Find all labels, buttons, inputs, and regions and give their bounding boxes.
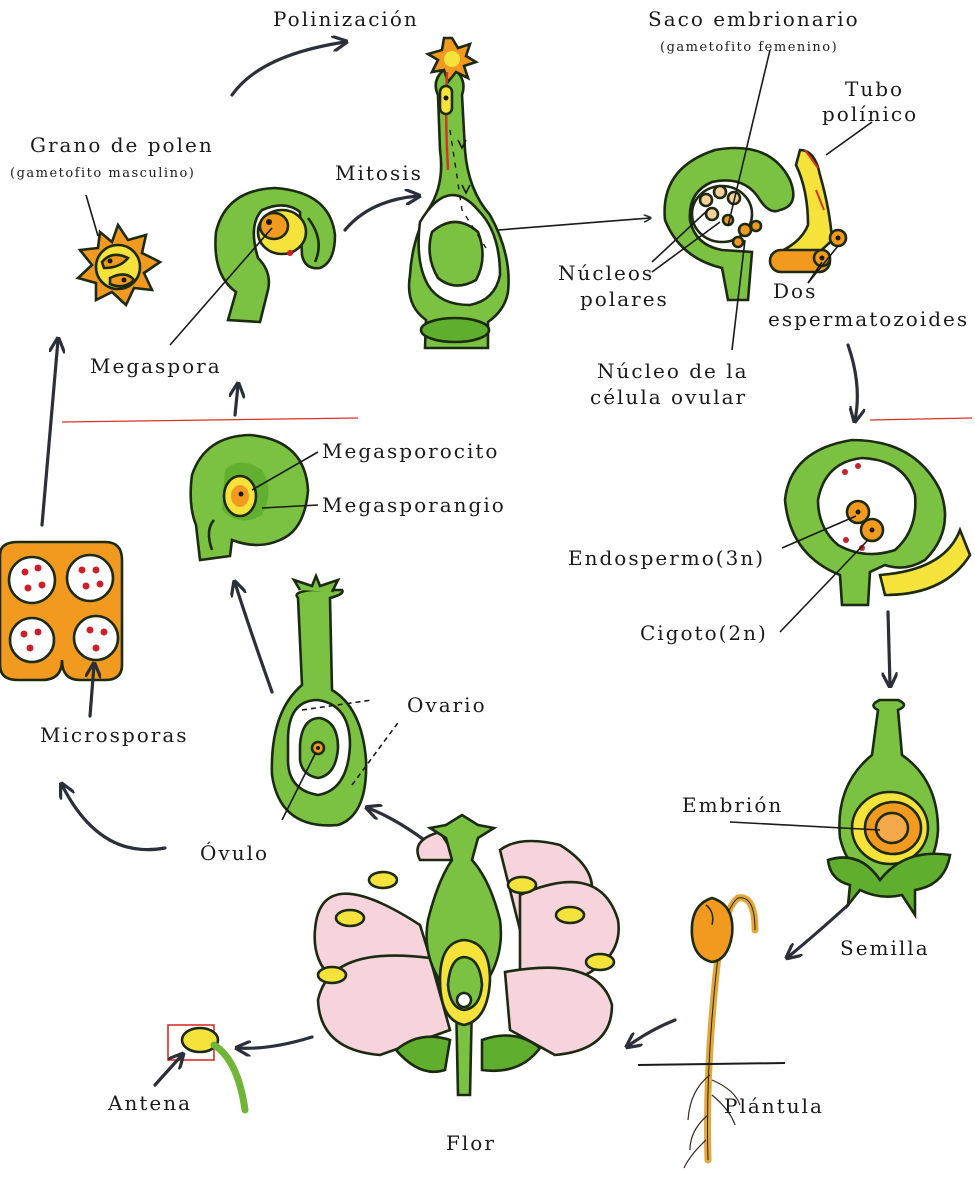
label-semilla: Semilla — [840, 936, 930, 960]
label-embrion: Embrión — [682, 793, 783, 817]
seedling-drawing — [638, 898, 785, 1168]
label-celula-ovular: célula ovular — [590, 385, 747, 409]
red-divider-left — [62, 418, 358, 422]
label-ovulo: Óvulo — [200, 840, 269, 865]
label-ovario: Ovario — [407, 693, 487, 717]
label-plantula: Plántula — [724, 1094, 824, 1118]
label-cigoto: Cigoto(2n) — [640, 621, 768, 645]
label-nucleo-de-la: Núcleo de la — [597, 359, 749, 383]
label-tubo: Tubo — [845, 77, 904, 101]
label-mitosis: Mitosis — [335, 161, 423, 185]
label-endospermo: Endospermo(3n) — [568, 546, 765, 570]
label-megasporocito: Megasporocito — [322, 439, 499, 463]
label-microsporas: Microsporas — [40, 723, 189, 747]
label-dos: Dos — [773, 279, 817, 303]
label-megasporangio: Megasporangio — [322, 493, 506, 517]
red-divider-right — [870, 418, 972, 420]
label-grano-subtitle: (gametofito masculino) — [10, 166, 195, 181]
label-espermatozoides: espermatozoides — [768, 307, 969, 331]
label-polinizacion: Polinización — [273, 7, 419, 31]
label-grano-de-polen: Grano de polen — [30, 133, 214, 157]
microsporangium-drawing — [0, 542, 122, 680]
label-flor: Flor — [446, 1131, 496, 1155]
label-saco-embrionario: Saco embrionario — [648, 7, 860, 31]
ovary-drawing — [272, 576, 366, 825]
label-polares: polares — [580, 287, 669, 311]
label-polinico: polínico — [822, 102, 918, 126]
seed-drawing — [828, 700, 950, 915]
label-saco-subtitle: (gametofito femenino) — [660, 40, 838, 55]
pollinated-pistil-drawing — [409, 38, 509, 348]
label-nucleos: Núcleos — [558, 261, 654, 285]
fertilized-ovule-drawing — [785, 440, 970, 605]
flower-drawing — [315, 815, 619, 1095]
megasporocito-ovule-drawing — [191, 435, 308, 560]
label-megaspora: Megaspora — [90, 354, 222, 378]
label-antena: Antena — [107, 1091, 192, 1115]
pollen-grain-drawing — [78, 225, 160, 305]
megaspora-ovule-drawing — [215, 188, 335, 322]
